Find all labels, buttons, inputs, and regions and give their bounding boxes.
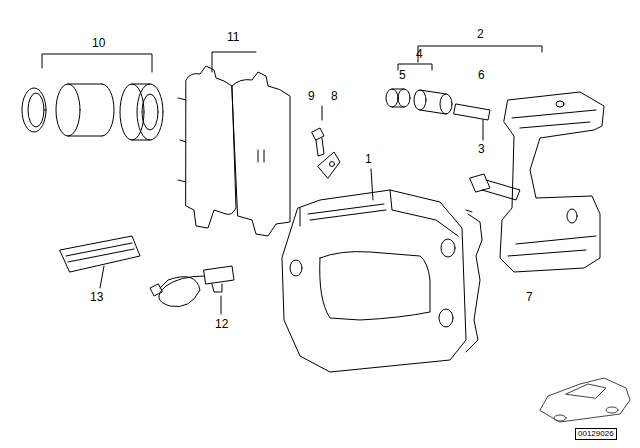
callout-number: 5 — [399, 69, 406, 81]
callout-number: 13 — [90, 291, 103, 303]
bracket-line — [42, 54, 152, 72]
callout-number: 9 — [308, 90, 315, 102]
leader-line — [371, 169, 373, 200]
callout-number: 2 — [477, 28, 484, 40]
guide-sleeve — [414, 90, 452, 114]
guide-bushing — [386, 89, 410, 107]
bracket-line — [212, 52, 256, 72]
callout-number: 3 — [478, 143, 485, 155]
bracket-line — [418, 46, 542, 62]
brake-pad — [232, 72, 290, 236]
anti-rattle-spring — [466, 210, 482, 352]
bleeder-screw — [312, 128, 324, 156]
guide-pin — [454, 104, 490, 120]
leader-line — [483, 120, 484, 140]
drawing-code: 00129026 — [575, 428, 617, 440]
caliper-housing — [282, 190, 466, 372]
callout-number: 10 — [92, 37, 105, 49]
dust-boot — [120, 84, 163, 140]
piston — [56, 84, 114, 136]
leader-line — [221, 296, 222, 314]
car-icon — [540, 378, 630, 422]
callout-number: 7 — [526, 291, 533, 303]
callout-number: 8 — [331, 90, 338, 102]
callout-number: 4 — [416, 48, 423, 60]
brake-pad — [178, 66, 236, 228]
callout-number: 1 — [365, 153, 372, 165]
retaining-clip — [318, 152, 340, 178]
leader-line — [322, 106, 323, 120]
callout-number: 12 — [215, 318, 228, 330]
leader-line — [100, 266, 104, 288]
seal-ring — [22, 88, 46, 132]
callout-number: 6 — [478, 69, 485, 81]
grease-packet — [60, 236, 140, 272]
caliper-carrier — [500, 92, 604, 272]
wear-sensor — [150, 266, 234, 307]
callout-number: 11 — [227, 31, 239, 43]
